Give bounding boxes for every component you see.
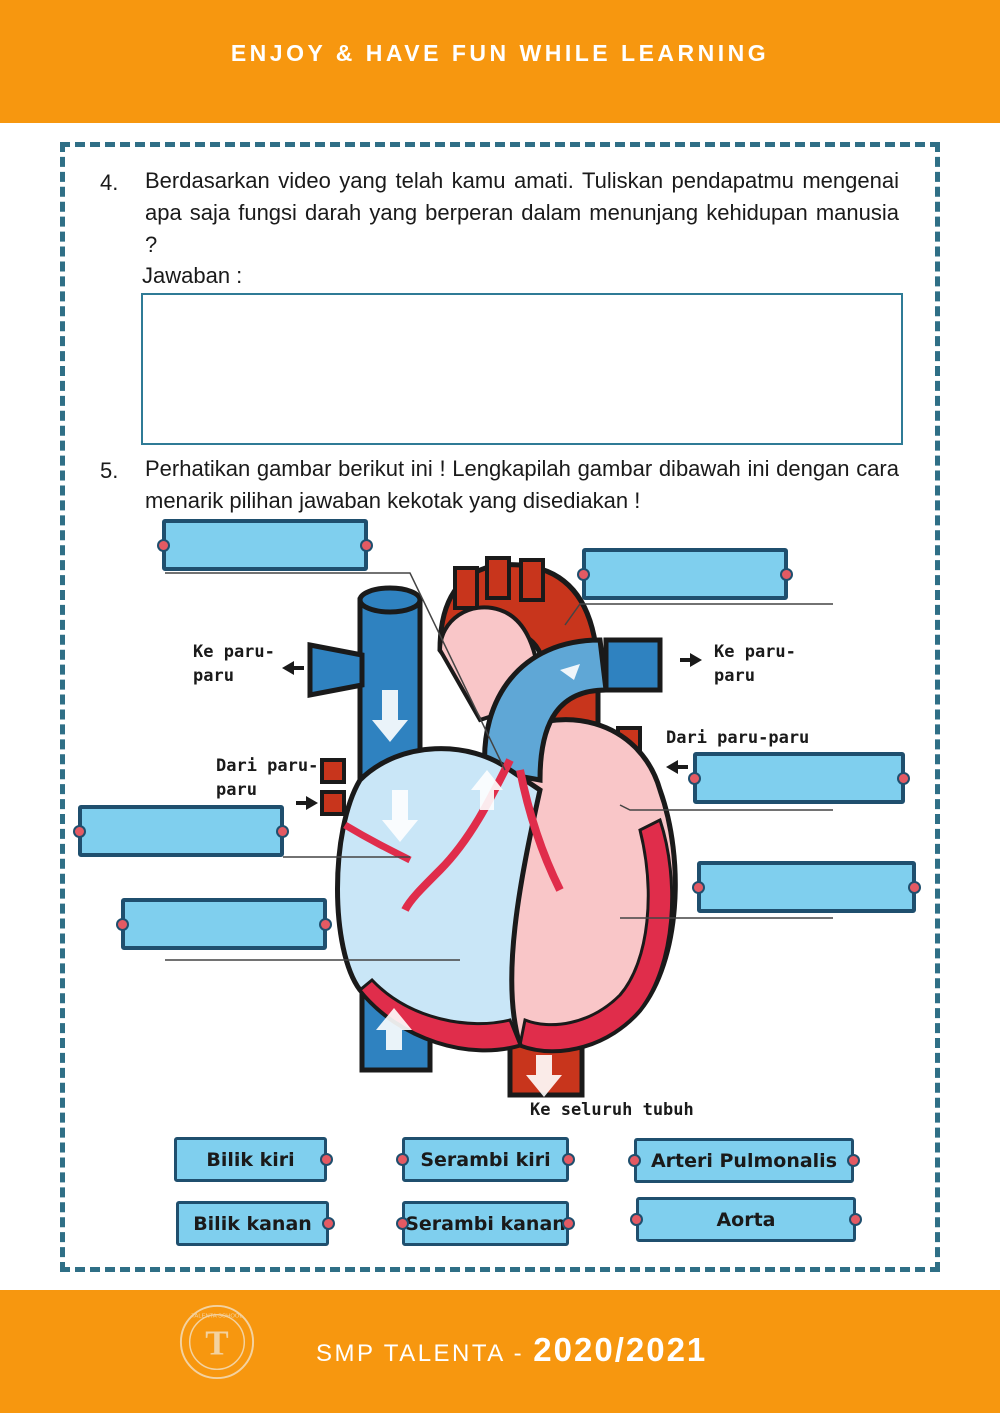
- aorta-branch-2: [485, 556, 511, 600]
- answer-label: Jawaban :: [142, 263, 243, 288]
- pulmonary-vein-left-1: [320, 758, 346, 784]
- drop-target-5[interactable]: [692, 861, 921, 913]
- label-ke-paru-left: Ke paru- paru: [193, 642, 275, 686]
- header-band: [0, 0, 1000, 123]
- school-logo: T TALENTA SCHOOL: [179, 1304, 255, 1380]
- label-ke-paru-right: Ke paru- paru: [714, 642, 796, 686]
- connector-dot: [73, 824, 86, 838]
- connector-dot: [562, 1217, 575, 1230]
- connector-dot: [396, 1217, 409, 1230]
- connector-dot: [628, 1154, 641, 1167]
- connector-dot: [849, 1213, 862, 1226]
- aorta-branch-1: [453, 566, 479, 610]
- left-heart-wall: [518, 817, 674, 1053]
- pulmonary-vein-left-2: [320, 790, 346, 816]
- pulmonary-artery-left: [307, 641, 365, 699]
- choice-aorta[interactable]: Aorta: [630, 1197, 862, 1242]
- drop-target-4[interactable]: [73, 805, 289, 857]
- choice-label: Aorta: [716, 1208, 776, 1231]
- connector-dot: [320, 1153, 333, 1166]
- drop-target-3[interactable]: [688, 752, 910, 804]
- drop-target-1[interactable]: [157, 519, 373, 571]
- right-heart-wall: [357, 977, 523, 1052]
- connector-dot: [688, 771, 701, 785]
- choice-label: Serambi kiri: [420, 1148, 551, 1171]
- connector-dot: [780, 567, 793, 581]
- connector-dot: [847, 1154, 860, 1167]
- logo-text: TALENTA SCHOOL: [191, 1314, 243, 1320]
- choice-label: Bilik kiri: [206, 1148, 295, 1171]
- footer-band: [0, 1290, 1000, 1413]
- question-5-number: 5.: [100, 458, 119, 483]
- vena-cava-top: [357, 585, 423, 615]
- choice-label: Arteri Pulmonalis: [650, 1149, 838, 1172]
- label-dari-paru-left: Dari paru- paru: [216, 756, 319, 800]
- connector-dot: [322, 1217, 335, 1230]
- connector-dot: [562, 1153, 575, 1166]
- drop-target-6[interactable]: [116, 898, 332, 950]
- answer-4-input[interactable]: [141, 293, 903, 445]
- connector-dot: [897, 771, 910, 785]
- connector-dot: [157, 538, 170, 552]
- drop-target-2[interactable]: [577, 548, 793, 600]
- choice-bilik-kanan[interactable]: Bilik kanan: [176, 1201, 335, 1246]
- connector-dot: [116, 917, 129, 931]
- question-5-text: Perhatikan gambar berikut ini ! Lengkapi…: [145, 456, 899, 513]
- choice-serambi-kanan[interactable]: Serambi kanan: [396, 1201, 575, 1246]
- coronary-vessel-2: [516, 769, 564, 892]
- choice-label: Serambi kanan: [405, 1212, 566, 1235]
- content-frame: [60, 142, 940, 1272]
- label-ke-seluruh-tubuh: Ke seluruh tubuh: [530, 1100, 694, 1120]
- choice-serambi-kiri[interactable]: Serambi kiri: [396, 1137, 575, 1182]
- connector-dot: [276, 824, 289, 838]
- question-4-text: Berdasarkan video yang telah kamu amati.…: [145, 168, 899, 257]
- choice-label: Bilik kanan: [193, 1212, 312, 1235]
- flow-arrows: [372, 664, 580, 1097]
- footer-year: 2020/2021: [533, 1331, 708, 1368]
- choice-bilik-kiri[interactable]: Bilik kiri: [174, 1137, 333, 1182]
- aorta-branch-3: [519, 558, 545, 602]
- label-dari-paru-right: Dari paru-paru: [666, 728, 810, 748]
- footer-school-name: SMP TALENTA -: [316, 1340, 534, 1367]
- label-arrows: [282, 653, 702, 810]
- logo-letter: T: [205, 1324, 228, 1363]
- connector-dot: [577, 567, 590, 581]
- pulmonary-artery-right: [603, 637, 663, 693]
- choice-arteri-pulmonalis[interactable]: Arteri Pulmonalis: [628, 1138, 860, 1183]
- connector-dot: [908, 880, 921, 894]
- page-title: ENJOY & HAVE FUN WHILE LEARNING: [230, 40, 770, 66]
- connector-dot: [360, 538, 373, 552]
- connector-dot: [396, 1153, 409, 1166]
- question-4-number: 4.: [100, 170, 119, 195]
- leader-lines: [165, 572, 833, 961]
- footer-text: SMP TALENTA - 2020/2021: [316, 1331, 707, 1369]
- connector-dot: [692, 880, 705, 894]
- connector-dot: [630, 1213, 643, 1226]
- connector-dot: [319, 917, 332, 931]
